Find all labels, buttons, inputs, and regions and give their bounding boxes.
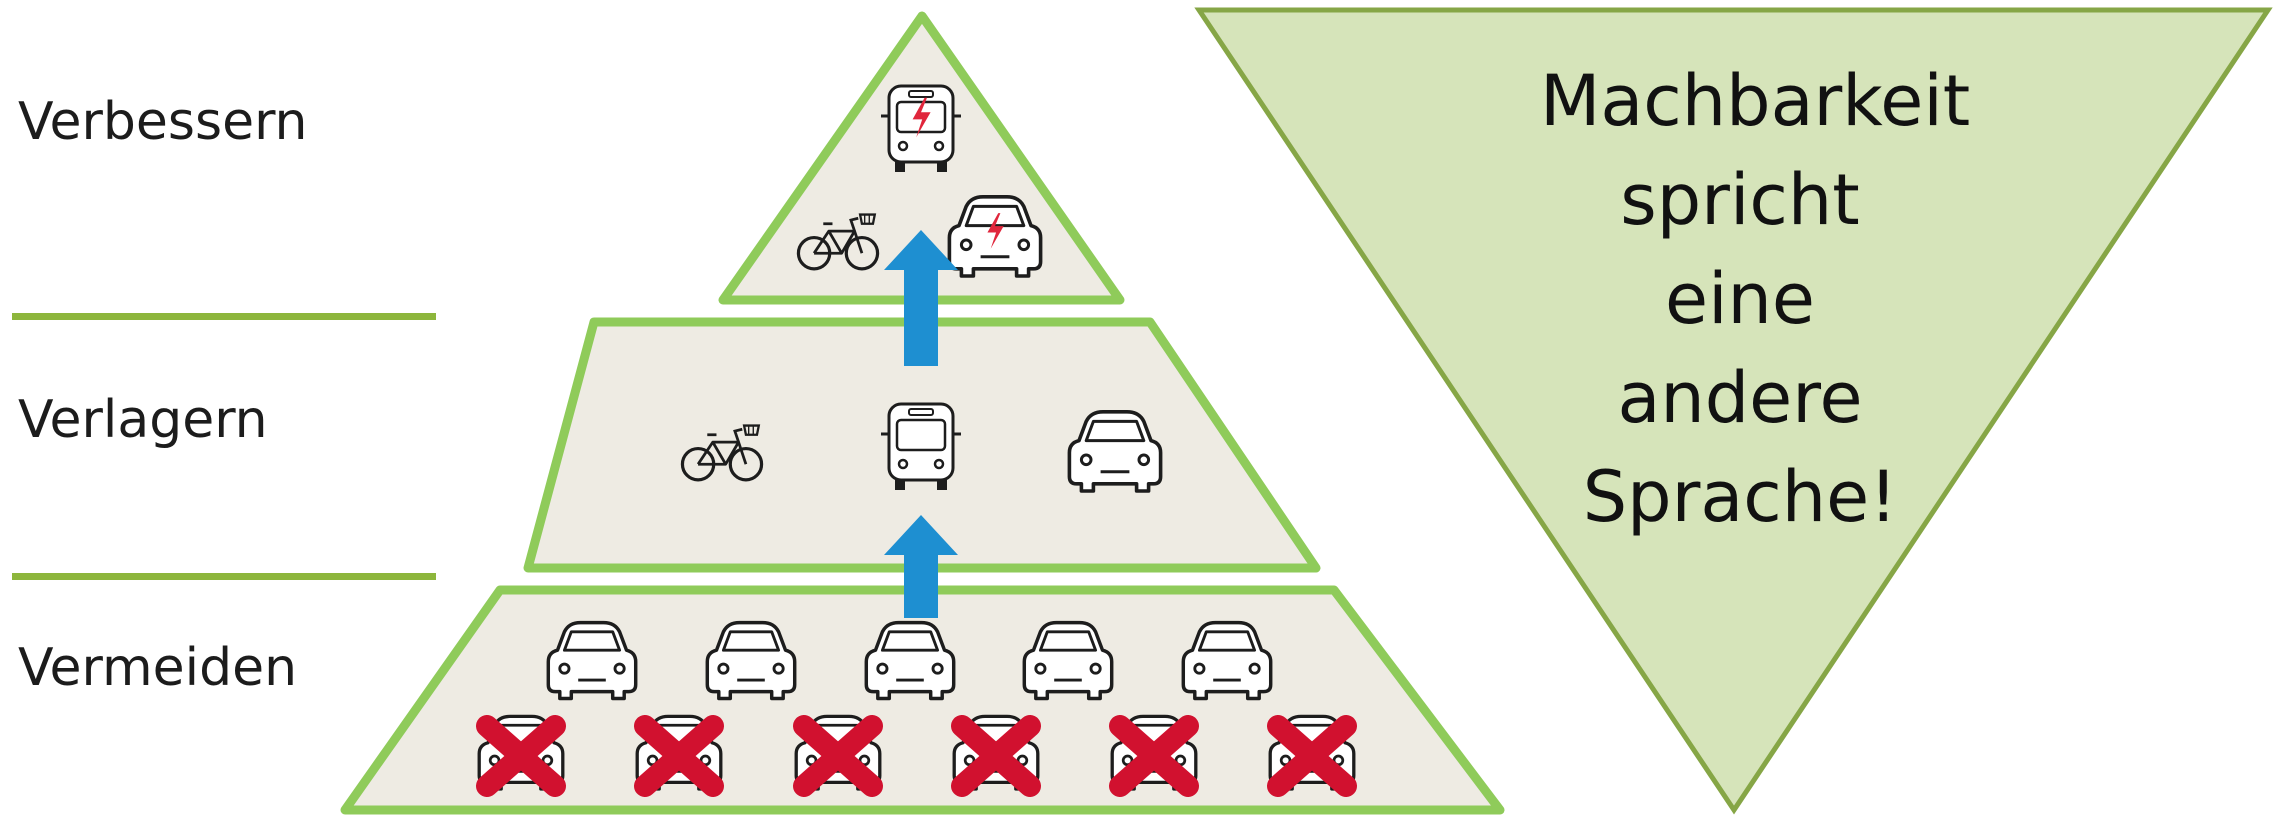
note-line: spricht eine [1620,159,1860,340]
level-divider-top [12,313,436,320]
arrow-up-icon [884,515,958,618]
crossed-car-icon [479,714,563,789]
bus-icon [879,402,963,492]
note-text: Machbarkeit spricht eine andere Sprache! [1540,52,1971,547]
arrow-up-icon [884,230,958,366]
note-line: Sprache! [1582,456,1898,538]
level-label-verlagern: Verlagern [18,390,268,450]
crossed-car-icon [1112,714,1196,789]
crossed-car-icon [1270,714,1354,789]
crossed-car-icon [954,714,1038,789]
crossed-car-icon [796,714,880,789]
note-line: andere [1617,357,1863,439]
crossed-car-icon [637,714,721,789]
inverted-triangle [1194,7,2273,815]
level-label-verbessern: Verbessern [18,92,308,152]
note-line: Machbarkeit [1540,60,1971,142]
level-divider-bottom [12,573,436,580]
level-label-vermeiden: Vermeiden [18,638,298,698]
electric-bus-icon [879,84,963,174]
